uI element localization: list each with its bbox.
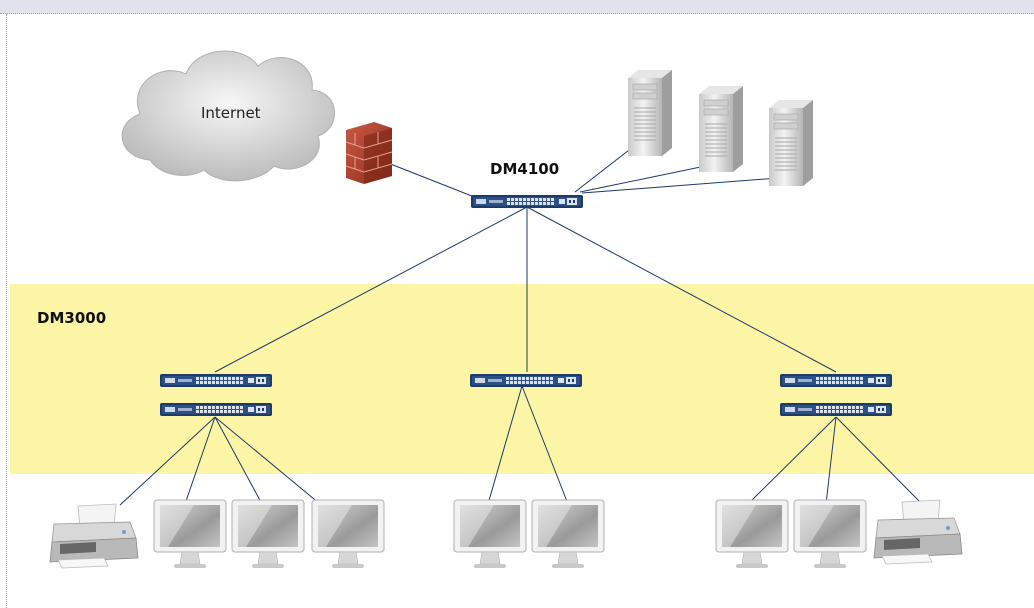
link-core-server-2 (579, 163, 716, 193)
server-icon (627, 69, 673, 157)
switch-icon (780, 374, 892, 387)
link-core-server-3 (581, 177, 779, 194)
left-border (6, 14, 8, 608)
server-icon (768, 99, 814, 187)
monitor-icon (153, 499, 227, 569)
switch-icon (160, 374, 272, 387)
switch-icon (471, 195, 583, 208)
monitor-icon (231, 499, 305, 569)
core-switch-label: DM4100 (490, 160, 560, 178)
access-layer-label: DM3000 (37, 309, 107, 327)
printer-icon (49, 503, 139, 569)
monitor-icon (793, 499, 867, 569)
internet-label: Internet (201, 104, 261, 122)
switch-icon (470, 374, 582, 387)
monitor-icon (453, 499, 527, 569)
link-core-left (214, 206, 528, 373)
links (119, 139, 923, 506)
link-firewall-core (387, 162, 483, 201)
switch-icon (780, 403, 892, 416)
monitor-icon (715, 499, 789, 569)
printer-icon (873, 499, 963, 565)
link-core-right (526, 206, 837, 373)
firewall-icon (345, 122, 393, 184)
top-border (0, 0, 1034, 14)
monitor-icon (311, 499, 385, 569)
server-icon (698, 85, 744, 173)
cloud-icon (121, 50, 335, 182)
switch-icon (160, 403, 272, 416)
monitor-icon (531, 499, 605, 569)
